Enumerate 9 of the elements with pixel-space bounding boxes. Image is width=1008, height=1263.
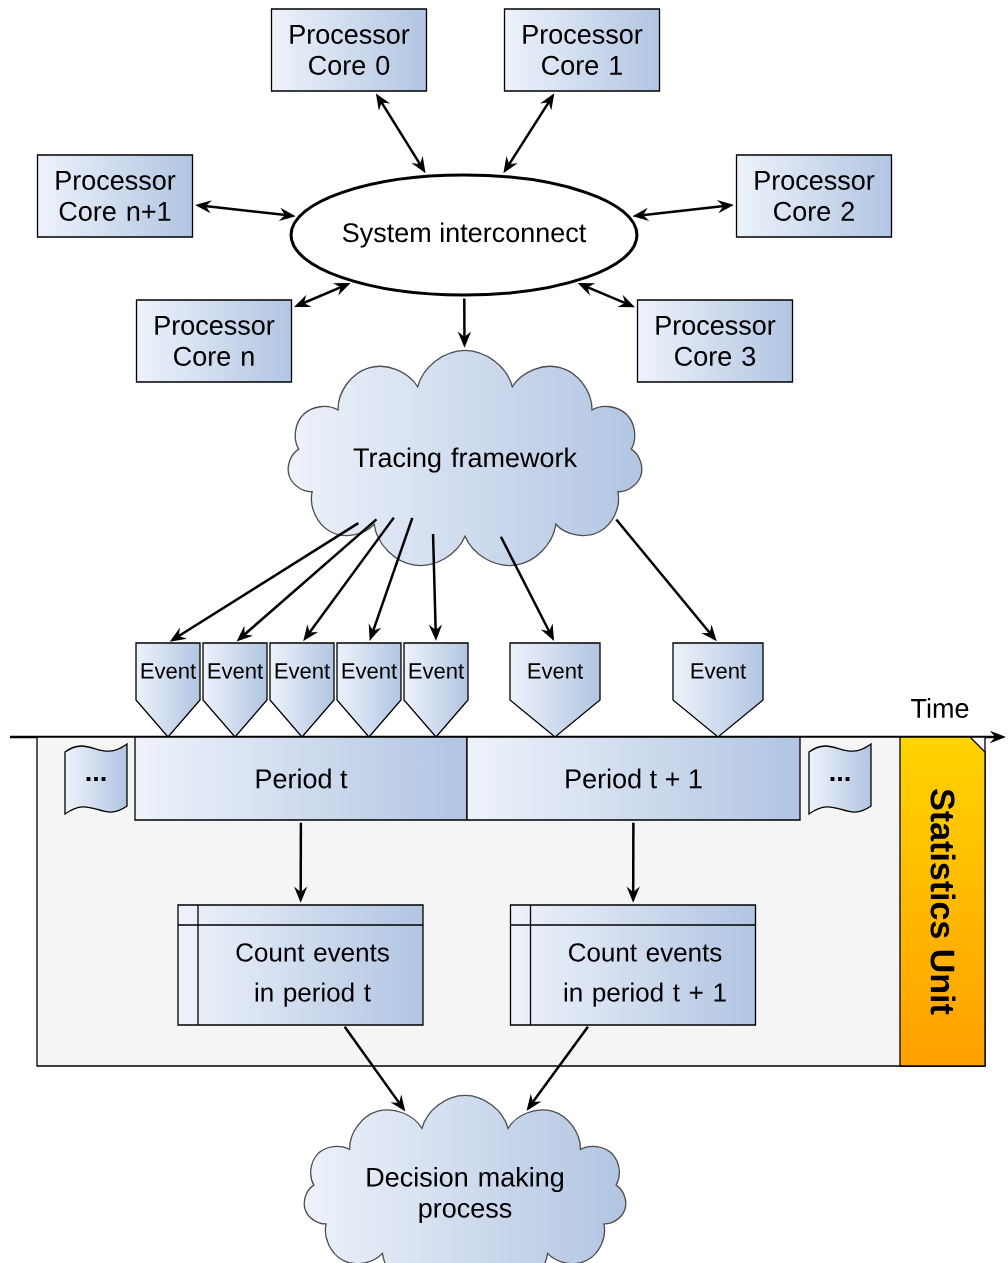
processor-box: Processor Core 1	[503, 8, 661, 92]
processor-box: Processor Core n	[135, 299, 293, 383]
storage-box: Count events in period t + 1	[509, 904, 757, 1026]
processor-box: Processor Core n+1	[36, 154, 194, 238]
processor-box: Processor Core 0	[270, 8, 428, 92]
processor-box: Processor Core 2	[735, 154, 893, 238]
processor-box: Processor Core 3	[636, 299, 794, 383]
axis-label: Time	[911, 698, 969, 718]
storage-box: Count events in period t	[177, 904, 424, 1026]
